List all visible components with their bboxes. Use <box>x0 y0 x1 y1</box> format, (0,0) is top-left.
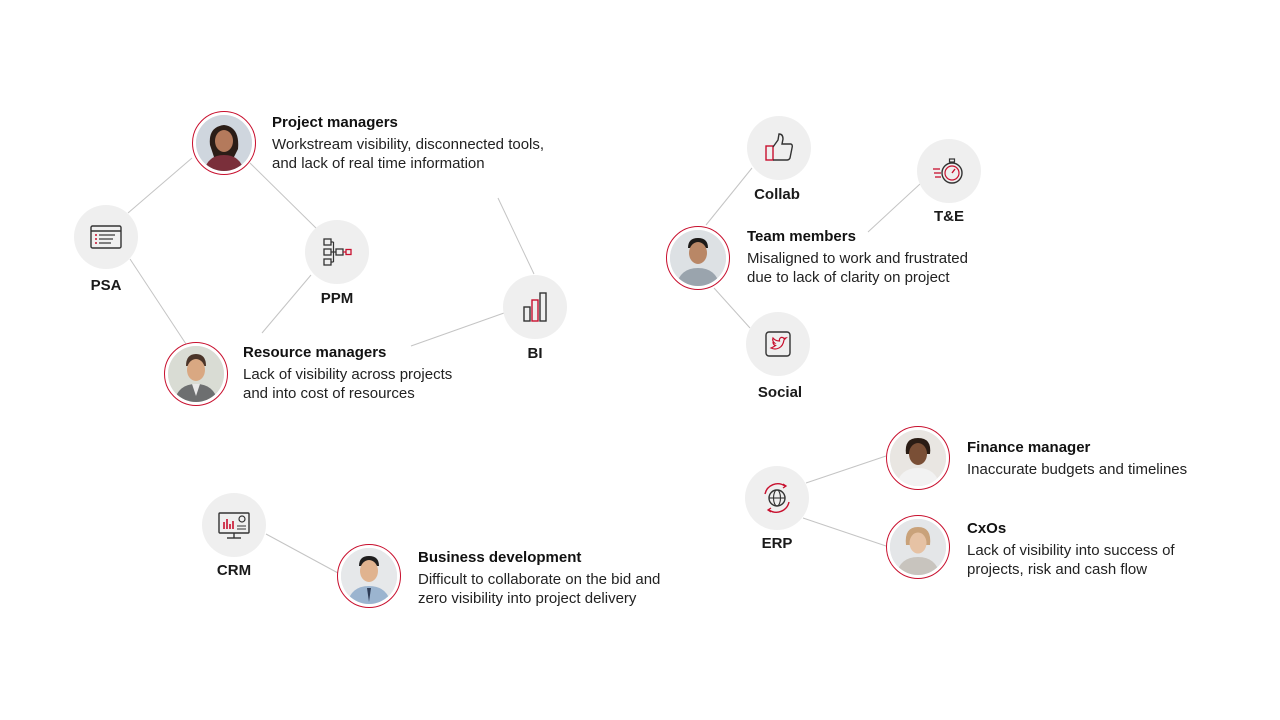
connector-team-members-social <box>713 287 751 329</box>
crm-node[interactable] <box>202 493 266 557</box>
crm-label: CRM <box>216 562 252 579</box>
monitor-chart-icon <box>218 512 250 539</box>
erp-node[interactable] <box>745 466 809 530</box>
avatar <box>890 430 946 486</box>
avatar <box>168 346 224 402</box>
connector-te-team-members <box>867 183 921 233</box>
finance-manager-avatar <box>886 426 950 490</box>
business-development-card: Business development Difficult to collab… <box>418 549 698 608</box>
cxos-avatar <box>886 515 950 579</box>
connector-erp-cxos <box>802 517 887 547</box>
connector-psa-resource-managers <box>129 258 187 345</box>
cxos-title: CxOs <box>967 520 1007 537</box>
project-managers-title: Project managers <box>272 114 398 131</box>
globe-sync-icon <box>764 483 790 513</box>
project-managers-desc: Workstream visibility, disconnected tool… <box>272 136 545 172</box>
connector-project-managers-ppm <box>249 162 319 231</box>
avatar <box>196 115 252 171</box>
psa-label: PSA <box>90 277 122 294</box>
cxos-card: CxOs Lack of visibility into success of … <box>967 520 1207 579</box>
finance-manager-card: Finance manager Inaccurate budgets and t… <box>967 439 1217 479</box>
project-managers-card: Project managers Workstream visibility, … <box>272 114 562 173</box>
connector-bi-project-managers <box>497 197 535 275</box>
collab-node[interactable] <box>747 116 811 180</box>
erp-label: ERP <box>761 535 793 552</box>
thumbs-up-icon <box>765 133 794 161</box>
avatar <box>670 230 726 286</box>
connector-resource-managers-bi <box>410 312 505 347</box>
connector-crm-business-development <box>265 533 339 574</box>
hierarchy-flow-icon <box>323 238 352 266</box>
social-label: Social <box>757 384 803 401</box>
business-development-title: Business development <box>418 549 582 566</box>
business-development-avatar <box>337 544 401 608</box>
finance-manager-desc: Inaccurate budgets and timelines <box>967 461 1188 478</box>
collab-label: Collab <box>754 186 800 203</box>
te-label: T&E <box>934 208 964 225</box>
psa-node[interactable] <box>74 205 138 269</box>
finance-manager-title: Finance manager <box>967 439 1091 456</box>
connector-ppm-resource-managers <box>261 274 312 334</box>
ppm-node[interactable] <box>305 220 369 284</box>
connector-collab-team-members <box>705 167 753 226</box>
browser-window-list-icon <box>90 225 122 249</box>
ppm-label: PPM <box>320 290 354 307</box>
bar-chart-icon <box>523 292 547 322</box>
twitter-bird-icon <box>765 331 791 357</box>
team-members-desc: Misaligned to work and frustrated due to… <box>747 250 968 286</box>
resource-managers-desc: Lack of visibility across projects and i… <box>243 366 453 402</box>
resource-managers-avatar <box>164 342 228 406</box>
project-managers-avatar <box>192 111 256 175</box>
bi-label: BI <box>527 345 543 362</box>
connector-psa-project-managers <box>127 157 193 214</box>
team-members-avatar <box>666 226 730 290</box>
te-node[interactable] <box>917 139 981 203</box>
cxos-desc: Lack of visibility into success of proje… <box>967 542 1175 578</box>
resource-managers-title: Resource managers <box>243 344 387 361</box>
team-members-card: Team members Misaligned to work and frus… <box>747 228 1002 287</box>
business-development-desc: Difficult to collaborate on the bid and … <box>418 571 661 607</box>
stopwatch-icon <box>933 158 963 184</box>
team-members-title: Team members <box>747 228 856 245</box>
social-node[interactable] <box>746 312 810 376</box>
avatar <box>341 548 397 604</box>
avatar <box>890 519 946 575</box>
connector-erp-finance-manager <box>805 455 887 484</box>
bi-node[interactable] <box>503 275 567 339</box>
resource-managers-card: Resource managers Lack of visibility acr… <box>243 344 483 403</box>
